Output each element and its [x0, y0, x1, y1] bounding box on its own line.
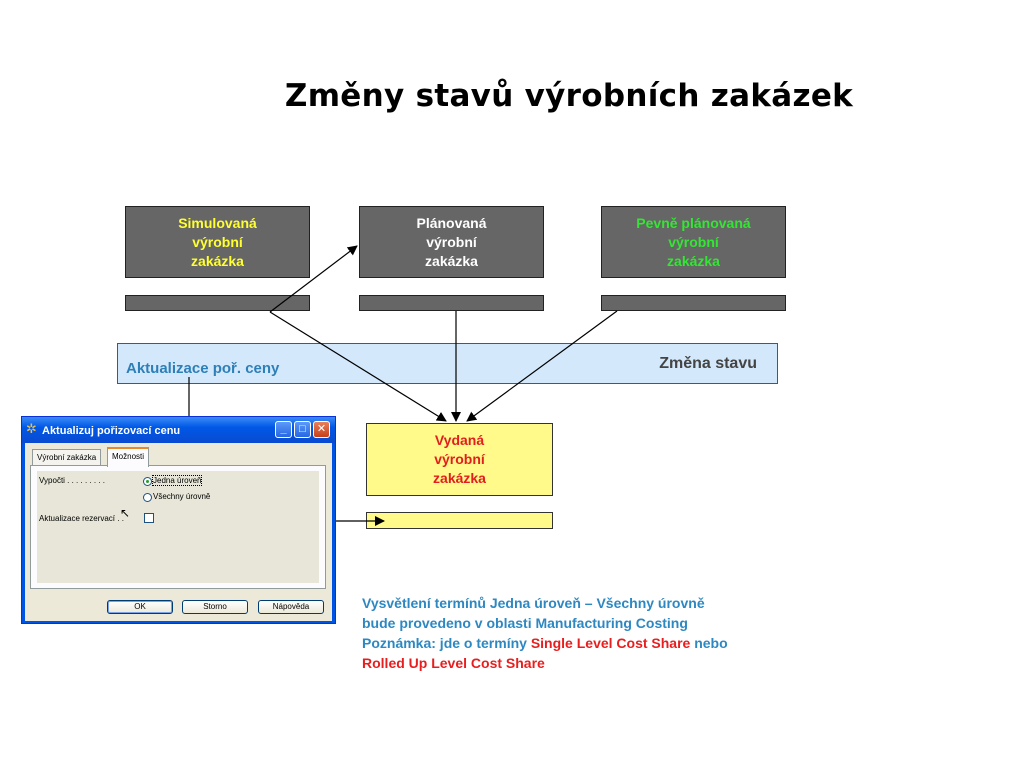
planned-order-line3: zakázka — [425, 252, 478, 269]
note-term-single-level: Single Level Cost Share — [530, 635, 691, 651]
note-line3-text: Poznámka: jde o termíny — [362, 635, 531, 651]
released-order-bar — [366, 512, 553, 529]
planned-order-line1: Plánovaná — [416, 214, 487, 231]
close-button[interactable]: ✕ — [313, 421, 330, 438]
firm-planned-order-line3: zakázka — [667, 252, 720, 269]
released-order-line3: zakázka — [433, 470, 486, 486]
simulated-order-line2: výrobní — [192, 233, 243, 250]
note-line3: Poznámka: jde o termíny Single Level Cos… — [362, 633, 832, 653]
options-area: Vypočti . . . . . . . . . Jedna úroveň V… — [37, 471, 319, 583]
cost-update-label: Aktualizace poř. ceny — [126, 360, 280, 377]
simulated-order-line3: zakázka — [191, 252, 244, 269]
radio-single-level[interactable] — [143, 477, 152, 486]
firm-planned-order-line1: Pevně plánovaná — [636, 214, 751, 231]
explanation-note: Vysvětlení termínů Jedna úroveň – Všechn… — [362, 593, 832, 673]
dialog-title: Aktualizuj pořizovací cenu — [42, 425, 181, 437]
tab-options[interactable]: Možnosti — [107, 447, 150, 467]
page-title: Změny stavů výrobních zakázek — [284, 78, 854, 114]
calculate-label: Vypočti . . . . . . . . . — [39, 476, 105, 485]
options-panel: Vypočti . . . . . . . . . Jedna úroveň V… — [30, 465, 326, 589]
dialog-body: Výrobní zakázka Možnosti Vypočti . . . .… — [25, 443, 332, 621]
firm-planned-order-box: Pevně plánovaná výrobní zakázka — [601, 206, 786, 278]
minimize-button[interactable]: _ — [275, 421, 292, 438]
simulated-order-bar — [125, 295, 310, 311]
reservations-label: Aktualizace rezervací . . — [39, 514, 124, 523]
note-line1: Vysvětlení termínů Jedna úroveň – Všechn… — [362, 595, 705, 611]
option-single-level-label[interactable]: Jedna úroveň — [151, 475, 203, 486]
mouse-cursor-icon: ↖ — [120, 506, 131, 520]
reservations-checkbox[interactable] — [144, 513, 154, 523]
help-button[interactable]: Nápověda — [258, 600, 324, 614]
note-term-rolled-up: Rolled Up Level Cost Share — [362, 655, 545, 671]
firm-planned-order-line2: výrobní — [668, 233, 719, 250]
gear-icon: ✲ — [26, 421, 37, 436]
released-order-box: Vydaná výrobní zakázka — [366, 423, 553, 496]
status-change-band: Aktualizace poř. ceny Změna stavu — [117, 343, 778, 384]
option-all-levels-label[interactable]: Všechny úrovně — [153, 492, 211, 501]
planned-order-line2: výrobní — [426, 233, 477, 250]
update-cost-dialog: ✲ Aktualizuj pořizovací cenu _ □ ✕ Výrob… — [21, 416, 336, 624]
maximize-button[interactable]: □ — [294, 421, 311, 438]
cancel-button[interactable]: Storno — [182, 600, 248, 614]
note-line2: bude provedeno v oblasti Manufacturing C… — [362, 615, 688, 631]
dialog-titlebar[interactable]: ✲ Aktualizuj pořizovací cenu _ □ ✕ — [22, 417, 335, 443]
status-change-label: Změna stavu — [659, 355, 757, 372]
released-order-line1: Vydaná — [434, 432, 485, 448]
planned-order-bar — [359, 295, 544, 311]
radio-all-levels[interactable] — [143, 493, 152, 502]
tab-production-order[interactable]: Výrobní zakázka — [32, 449, 102, 466]
firm-planned-order-bar — [601, 295, 786, 311]
planned-order-box: Plánovaná výrobní zakázka — [359, 206, 544, 278]
simulated-order-line1: Simulovaná — [178, 214, 257, 231]
note-line3-tail: nebo — [690, 635, 728, 651]
released-order-line2: výrobní — [434, 451, 485, 467]
ok-button[interactable]: OK — [107, 600, 173, 614]
simulated-order-box: Simulovaná výrobní zakázka — [125, 206, 310, 278]
